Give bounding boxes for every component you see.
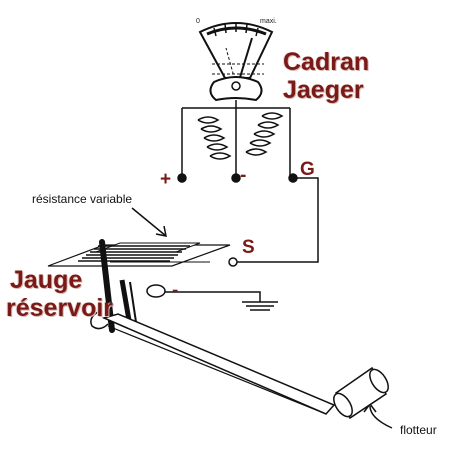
resistance-label: résistance variable: [32, 192, 133, 206]
terminal-g-label: G: [300, 159, 315, 180]
gauge-needle: [209, 37, 264, 102]
gauge-max-label: maxi.: [260, 18, 277, 25]
terminal-s-label: S: [242, 237, 255, 258]
terminal-plus-label: +: [160, 169, 172, 190]
variable-resistor: [47, 242, 231, 267]
float-cylinder: [333, 366, 389, 420]
coil-left: [197, 116, 232, 160]
terminal-minus-label: -: [240, 165, 247, 186]
cadran-title-line1: Cadran: [283, 48, 370, 76]
ground-minus-label: -: [172, 280, 179, 301]
gauge-zero-label: 0: [196, 18, 200, 25]
coil-right: [245, 112, 284, 156]
gauge-dial: [198, 22, 274, 79]
jauge-title-line1: Jauge: [10, 266, 83, 294]
flotteur-label: flotteur: [400, 423, 437, 437]
float-arm: [90, 239, 336, 415]
terminals: [177, 173, 298, 267]
cadran-title-line2: Jaeger: [283, 76, 364, 104]
jauge-title-line2: réservoir: [6, 294, 114, 322]
